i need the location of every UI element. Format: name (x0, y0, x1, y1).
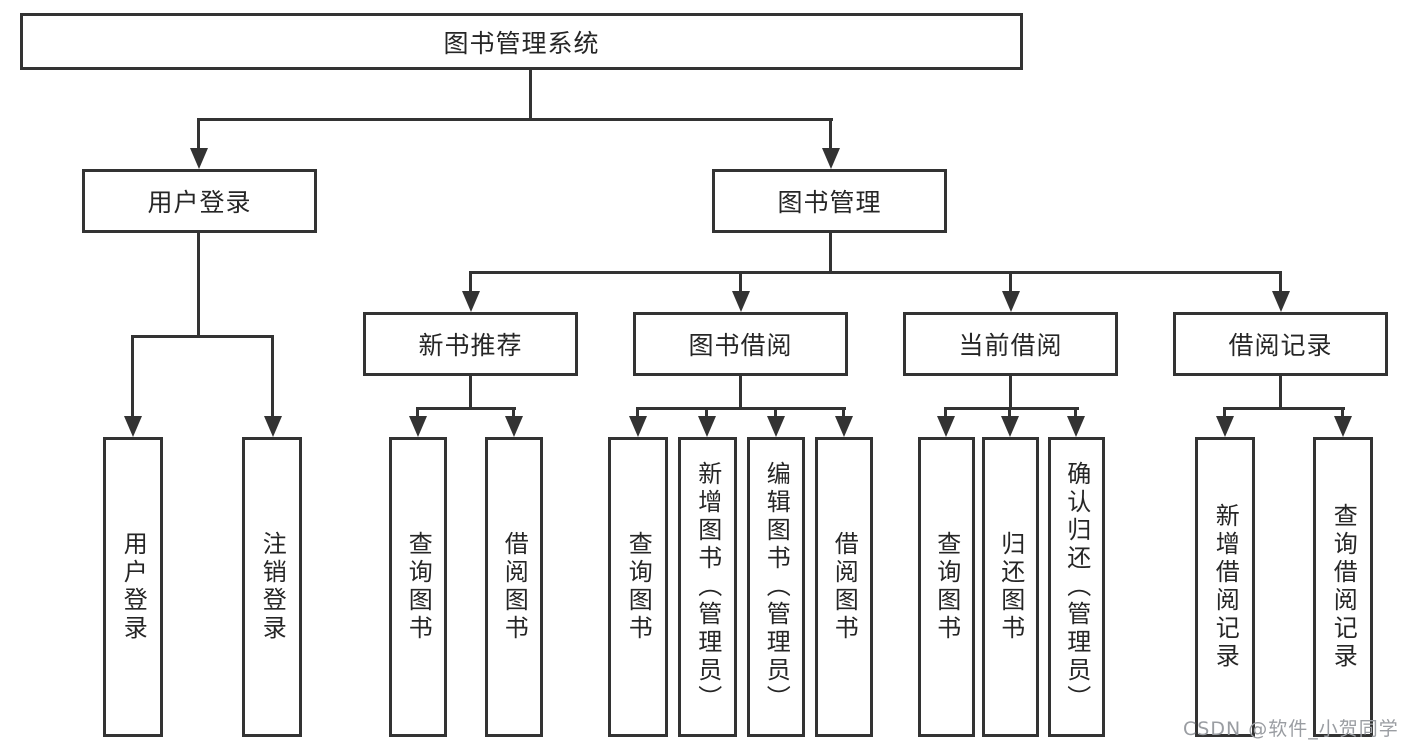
leaf-bb-query-books-label: 查询图书 (624, 531, 653, 643)
connector-bb-bar (636, 407, 846, 410)
leaf-nbr-query-books-label: 查询图书 (404, 531, 433, 643)
arrowhead-cb-return-books (1001, 416, 1019, 437)
arrowhead-user-login (190, 148, 208, 169)
connector-drop-new-book-recommend (469, 273, 472, 293)
leaf-cb-return-books: 归还图书 (982, 437, 1039, 737)
connector-bb-drop-1 (636, 409, 639, 419)
arrowhead-br-query-record (1334, 416, 1352, 437)
arrowhead-cb-confirm-return (1067, 416, 1085, 437)
connector-bb-drop-2 (705, 409, 708, 419)
connector-cb-stem (1009, 376, 1012, 409)
leaf-bb-add-book-admin-label: 新增图书（管理员） (693, 461, 722, 713)
arrowhead-book-management (822, 148, 840, 169)
leaf-nbr-query-books: 查询图书 (389, 437, 447, 737)
leaf-nbr-borrow-books: 借阅图书 (485, 437, 543, 737)
leaf-br-add-record-label: 新增借阅记录 (1211, 503, 1240, 671)
node-book-borrowing: 图书借阅 (633, 312, 848, 376)
connector-nbr-stem (469, 376, 472, 409)
leaf-bb-borrow-books-label: 借阅图书 (830, 531, 859, 643)
node-book-management: 图书管理 (712, 169, 947, 233)
connector-drop-book-borrowing (739, 273, 742, 293)
leaf-br-query-record-label: 查询借阅记录 (1329, 503, 1358, 671)
connector-level2-bar (197, 118, 833, 121)
connector-nbr-drop-1 (416, 409, 419, 419)
arrowhead-new-book-recommend (462, 291, 480, 312)
connector-drop-leaf-user-login (131, 337, 134, 417)
connector-cb-bar (944, 407, 1079, 410)
node-root: 图书管理系统 (20, 13, 1023, 70)
connector-cb-drop-3 (1074, 409, 1077, 419)
arrowhead-bb-borrow-books (835, 416, 853, 437)
arrowhead-current-borrowing (1002, 291, 1020, 312)
arrowhead-bb-query-books (629, 416, 647, 437)
arrowhead-book-borrowing (732, 291, 750, 312)
connector-bb-stem (739, 376, 742, 409)
leaf-br-add-record: 新增借阅记录 (1195, 437, 1255, 737)
leaf-bb-add-book-admin: 新增图书（管理员） (678, 437, 737, 737)
leaf-logout-label: 注销登录 (258, 531, 287, 643)
leaf-cb-query-books: 查询图书 (918, 437, 975, 737)
node-book-management-label: 图书管理 (777, 188, 882, 217)
node-user-login: 用户登录 (82, 169, 317, 233)
connector-br-drop-1 (1223, 409, 1226, 419)
connector-user-login-bar (131, 335, 274, 338)
connector-level3-bar (469, 271, 1282, 274)
connector-cb-drop-1 (944, 409, 947, 419)
leaf-cb-confirm-return-admin: 确认归还（管理员） (1048, 437, 1105, 737)
leaf-user-login: 用户登录 (103, 437, 163, 737)
node-book-borrowing-label: 图书借阅 (688, 331, 793, 360)
leaf-bb-borrow-books: 借阅图书 (815, 437, 873, 737)
leaf-nbr-borrow-books-label: 借阅图书 (500, 531, 529, 643)
connector-drop-borrowing-records (1279, 273, 1282, 293)
node-current-borrowing-label: 当前借阅 (958, 331, 1063, 360)
leaf-bb-edit-book-admin: 编辑图书（管理员） (747, 437, 805, 737)
connector-root-stem (529, 70, 532, 121)
connector-cb-drop-2 (1008, 409, 1011, 419)
connector-drop-user-login (197, 120, 200, 151)
connector-drop-leaf-logout (271, 337, 274, 417)
arrowhead-borrowing-records (1272, 291, 1290, 312)
node-borrowing-records: 借阅记录 (1173, 312, 1388, 376)
node-user-login-label: 用户登录 (147, 188, 252, 217)
connector-br-bar (1223, 407, 1345, 410)
node-current-borrowing: 当前借阅 (903, 312, 1118, 376)
connector-drop-current-borrowing (1009, 273, 1012, 293)
connector-book-management-stem (829, 233, 832, 273)
connector-br-stem (1279, 376, 1282, 409)
leaf-user-login-label: 用户登录 (119, 531, 148, 643)
connector-br-drop-2 (1341, 409, 1344, 419)
connector-nbr-drop-2 (512, 409, 515, 419)
arrowhead-br-add-record (1216, 416, 1234, 437)
leaf-logout: 注销登录 (242, 437, 302, 737)
connector-bb-drop-3 (774, 409, 777, 419)
connector-bb-drop-4 (842, 409, 845, 419)
arrowhead-cb-query-books (937, 416, 955, 437)
leaf-cb-return-books-label: 归还图书 (996, 531, 1025, 643)
connector-user-login-stem (197, 233, 200, 335)
connector-drop-book-management (829, 120, 832, 151)
arrowhead-nbr-query-books (409, 416, 427, 437)
leaf-cb-query-books-label: 查询图书 (932, 531, 961, 643)
leaf-br-query-record: 查询借阅记录 (1313, 437, 1373, 737)
leaf-bb-query-books: 查询图书 (608, 437, 668, 737)
arrowhead-leaf-user-login (124, 416, 142, 437)
arrowhead-nbr-borrow-books (505, 416, 523, 437)
node-borrowing-records-label: 借阅记录 (1228, 331, 1333, 360)
node-root-label: 图书管理系统 (443, 28, 600, 58)
leaf-cb-confirm-return-admin-label: 确认归还（管理员） (1062, 461, 1091, 713)
arrowhead-bb-add-book (698, 416, 716, 437)
watermark: CSDN @软件_小贺同学 (1183, 718, 1399, 740)
arrowhead-leaf-logout (264, 416, 282, 437)
node-new-book-recommend: 新书推荐 (363, 312, 578, 376)
connector-nbr-bar (416, 407, 516, 410)
node-new-book-recommend-label: 新书推荐 (418, 331, 523, 360)
arrowhead-bb-edit-book (767, 416, 785, 437)
leaf-bb-edit-book-admin-label: 编辑图书（管理员） (762, 461, 791, 713)
